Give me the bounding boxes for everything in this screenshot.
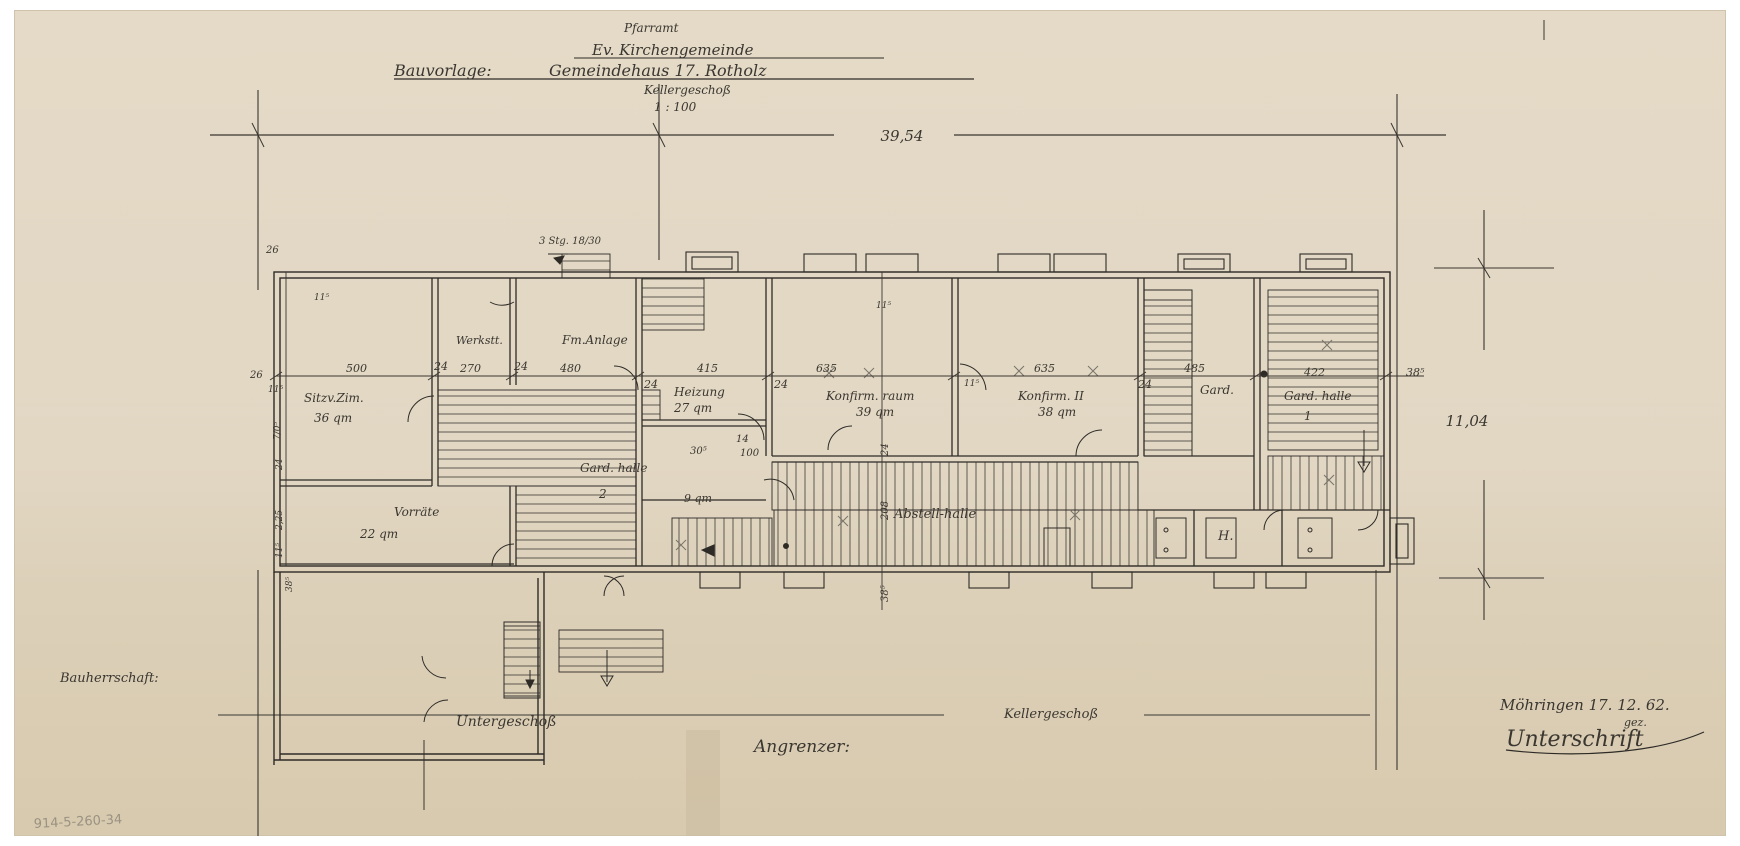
room-konf1-area: 39 qm	[856, 405, 894, 419]
floor-plan: Pfarramt Ev. Kirchengemeinde Bauvorlage:…	[33, 20, 1705, 836]
title-line2: Ev. Kirchengemeinde	[591, 41, 754, 59]
bauherrschaft-label: Bauherrschaft:	[59, 671, 159, 686]
dim-seg-11: 485	[1183, 362, 1205, 375]
dim-seg-3: 24	[513, 360, 528, 373]
tape-strip	[686, 730, 720, 836]
dim-seg-9: 635	[1034, 362, 1055, 375]
wall-mark-6: 2,25	[275, 510, 285, 531]
interior-dim-line	[269, 272, 1424, 610]
room-gard2-num: 1	[1304, 409, 1312, 423]
room-vorrat-name: Vorräte	[394, 505, 439, 519]
wall-mark-1: 11⁵	[268, 385, 283, 395]
svg-text:Unterschrift: Unterschrift	[1506, 727, 1644, 752]
wall-mark-5: 24	[275, 458, 285, 471]
room-konf2-name: Konfirm. II	[1017, 389, 1084, 403]
stair-steps-label: 3 Stg. 18/30	[539, 236, 602, 247]
room-sitzung-area: 36 qm	[314, 411, 352, 425]
room-heizung-area: 27 qm	[673, 401, 712, 415]
signature: Unterschrift	[1505, 727, 1705, 755]
dim-seg-8: 635	[816, 362, 837, 375]
top-dim-label: 26	[265, 245, 279, 256]
dim-seg-5: 24	[643, 378, 658, 391]
wall-mark-2: 11⁵	[876, 301, 891, 311]
title-scale: 1 : 100	[654, 100, 697, 114]
wall-mark-10: 100	[740, 448, 760, 459]
room-werk-name: Werkstt.	[456, 334, 503, 347]
room-h-name: H.	[1217, 529, 1233, 544]
room-sitzung-name: Sitzv.Zim.	[304, 391, 364, 405]
wall-mark-7: 11⁵	[275, 543, 285, 558]
room-vorrat-area: 22 qm	[359, 527, 398, 541]
title-prefix: Bauvorlage:	[393, 61, 492, 80]
archive-reference: 914-5-260-34	[33, 812, 122, 832]
room-gard1-name: Gard.	[1200, 383, 1234, 397]
angrenzer-label: Angrenzer:	[752, 737, 850, 757]
dim-seg-0: 500	[346, 362, 367, 375]
wall-mark-8: 38⁵	[285, 577, 295, 592]
room-konf1-name: Konfirm. raum	[825, 389, 914, 403]
gez-abbrev: gez.	[1624, 716, 1647, 729]
dimension-lines	[210, 20, 1554, 836]
room-heizung-name: Heizung	[673, 385, 725, 399]
room-konf2-area: 38 qm	[1038, 405, 1076, 419]
dim-seg-4: 480	[559, 362, 581, 375]
drawing-sheet: Pfarramt Ev. Kirchengemeinde Bauvorlage:…	[14, 10, 1726, 836]
dim-seg-1: 24	[433, 360, 448, 373]
fixtures	[1043, 517, 1333, 567]
room-labels: Sitzv.Zim. 36 qm Werkstt. Fm.Anlage Heiz…	[304, 333, 1351, 730]
wall-mark-11: 24	[880, 443, 891, 457]
overall-depth-label: 11,04	[1446, 412, 1489, 430]
wall-mark-3: 11⁵	[964, 379, 979, 389]
window-wells-top	[685, 251, 1353, 273]
wall-mark-0: 11⁵	[314, 293, 329, 303]
overall-length-label: 39,54	[881, 127, 924, 145]
room-halle-name: Abstell-halle	[893, 507, 976, 522]
room-gard3-name: Gard. halle	[580, 461, 647, 475]
hatched-areas	[437, 253, 1385, 697]
dim-seg-13: 38⁵	[1406, 366, 1425, 379]
dim-seg-12: 422	[1303, 366, 1325, 379]
room-gard2-name: Gard. halle	[1284, 389, 1351, 403]
wall-mark-12: 208	[880, 501, 891, 521]
title-line4: Kellergeschoß	[643, 83, 731, 97]
title-line1: Pfarramt	[623, 21, 679, 35]
dim-seg-7: 24	[773, 378, 788, 391]
wall-mark-4: 7/0⁵	[273, 422, 283, 440]
wall-mark-14: 14	[736, 434, 749, 445]
title-line3: Gemeindehaus 17. Rotholz	[549, 61, 767, 80]
dim-seg-2: 270	[459, 362, 481, 375]
room-fm-name: Fm.Anlage	[561, 333, 628, 347]
room-klein-area: 9 qm	[684, 492, 712, 505]
dim-seg-10: 24	[1137, 378, 1152, 391]
room-untergeschoss-name: Untergeschoß	[456, 714, 557, 730]
left-dim-label: 26	[249, 370, 263, 381]
dim-seg-6: 415	[696, 362, 718, 375]
place-date: Möhringen 17. 12. 62.	[1499, 696, 1670, 714]
kellergeschoss-label: Kellergeschoß	[1003, 707, 1098, 722]
window-wells-bottom	[699, 517, 1415, 589]
door-swings	[407, 301, 1379, 723]
wall-mark-13: 38⁵	[880, 585, 891, 602]
title-block: Pfarramt Ev. Kirchengemeinde Bauvorlage:…	[393, 21, 974, 114]
room-gard3-num: 2	[598, 487, 607, 501]
wall-mark-9: 30⁵	[690, 446, 707, 457]
